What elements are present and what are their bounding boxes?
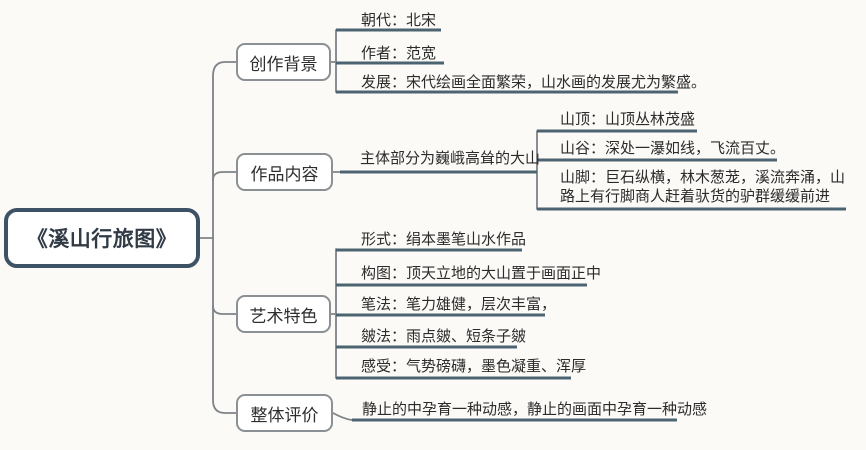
leaf-author[interactable]: 作者：范宽 (361, 45, 437, 62)
leaf-brushwork[interactable]: 笔法：笔力雄健，层次丰富， (361, 296, 557, 313)
leaf-dynasty[interactable]: 朝代：北宋 (361, 12, 437, 29)
branch-work-content[interactable]: 作品内容 (236, 153, 333, 191)
branch-artistic-features[interactable]: 艺术特色 (236, 295, 331, 333)
leaf-mountain-valley[interactable]: 山谷：深处一瀑如线，飞流百丈。 (560, 140, 786, 157)
leaf-evaluation[interactable]: 静止的中孕育一种动感，静止的画面中孕育一种动感 (362, 401, 708, 418)
leaf-main-subject[interactable]: 主体部分为巍峨高耸的大山 (360, 150, 541, 167)
leaf-development[interactable]: 发展：宋代绘画全面繁荣，山水画的发展尤为繁盛。 (361, 74, 707, 91)
branch-overall-evaluation[interactable]: 整体评价 (236, 394, 333, 432)
branch-creation-background[interactable]: 创作背景 (236, 43, 331, 81)
leaf-mountain-top[interactable]: 山顶：山顶丛林茂盛 (560, 111, 696, 128)
topic-underlines (336, 28, 846, 422)
leaf-impression[interactable]: 感受：气势磅礴，墨色凝重、浑厚 (361, 358, 587, 375)
leaf-composition[interactable]: 构图：顶天立地的大山置于画面正中 (361, 265, 602, 282)
leaf-form[interactable]: 形式：绢本墨笔山水作品 (361, 231, 527, 248)
leaf-mountain-foot[interactable]: 山脚：巨石纵横，林木葱茏，溪流奔涌，山路上有行脚商人赶着驮货的驴群缓缓前进 (560, 169, 846, 205)
root-topic[interactable]: 《溪山行旅图》 (4, 208, 200, 268)
leaf-texture-strokes[interactable]: 皴法：雨点皴、短条子皴 (361, 328, 527, 345)
